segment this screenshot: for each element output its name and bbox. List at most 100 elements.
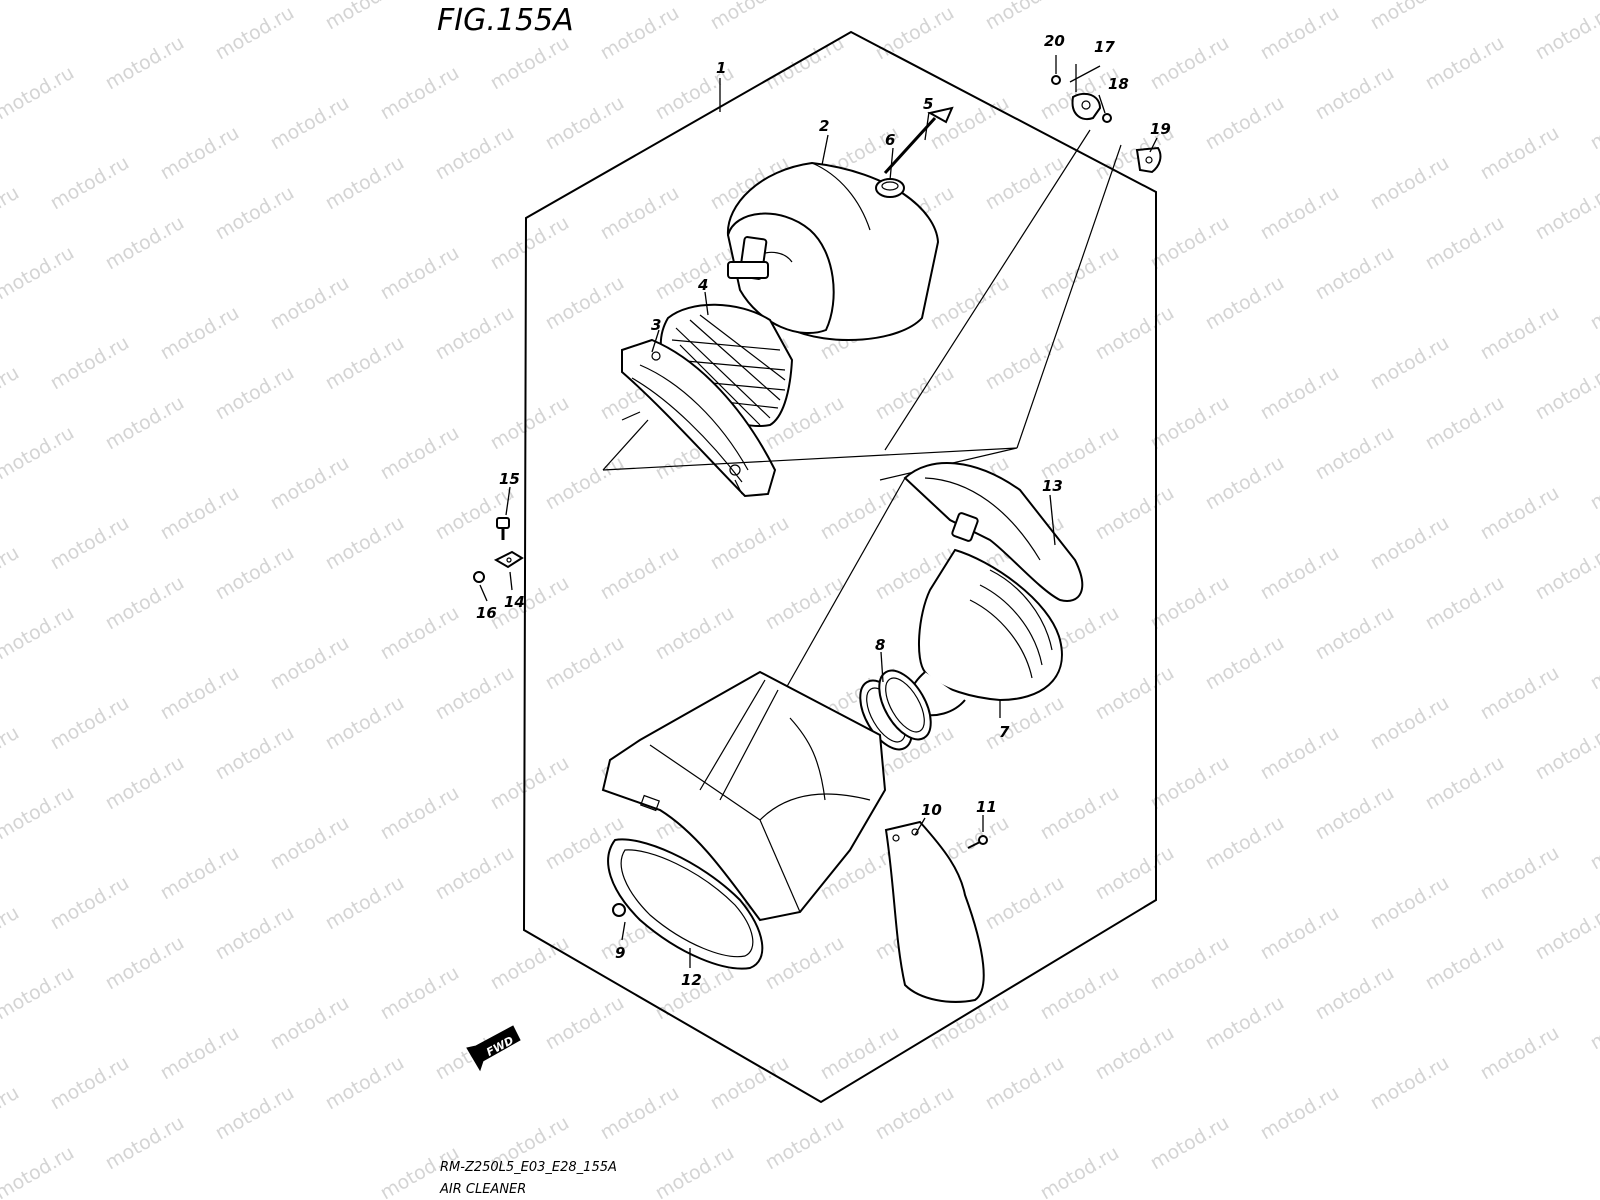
watermark-text: motod.ru [1257, 902, 1343, 965]
watermark-text: motod.ru [322, 0, 408, 34]
watermark-text: motod.ru [762, 932, 848, 995]
callout-16: 16 [476, 604, 497, 622]
watermark-text: motod.ru [432, 842, 518, 905]
watermark-text: motod.ru [0, 1082, 23, 1145]
watermark-text: motod.ru [487, 212, 573, 275]
watermark-text: motod.ru [1532, 722, 1600, 785]
watermark-text: motod.ru [542, 632, 628, 695]
watermark-text: motod.ru [1257, 722, 1343, 785]
watermark-text: motod.ru [157, 302, 243, 365]
watermark-text: motod.ru [1587, 812, 1600, 875]
watermark-text: motod.ru [652, 242, 738, 305]
watermark-text: motod.ru [322, 1052, 408, 1115]
watermark-text: motod.ru [1422, 932, 1508, 995]
watermark-text: motod.ru [212, 722, 298, 785]
watermark-text: motod.ru [1147, 32, 1233, 95]
clamp-band [859, 669, 932, 751]
watermark-text: motod.ru [0, 182, 23, 245]
callout-12: 12 [681, 971, 702, 989]
watermark-text: motod.ru [1092, 0, 1178, 4]
watermark-text: motod.ru [542, 452, 628, 515]
watermark-text: motod.ru [1202, 272, 1288, 335]
watermark-text: motod.ru [1257, 1082, 1343, 1145]
watermark-text: motod.ru [47, 0, 133, 4]
callout-17: 17 [1094, 38, 1115, 56]
watermark-text: motod.ru [1422, 32, 1508, 95]
watermark-text: motod.ru [1422, 212, 1508, 275]
callout-14: 14 [504, 593, 525, 611]
watermark-text: motod.ru [542, 92, 628, 155]
watermark-text: motod.ru [487, 572, 573, 635]
watermark-text: motod.ru [322, 332, 408, 395]
watermark-text: motod.ru [1257, 542, 1343, 605]
watermark-text: motod.ru [47, 692, 133, 755]
watermark-text: motod.ru [1312, 602, 1398, 665]
watermark-text: motod.ru [1532, 182, 1600, 245]
watermark-text: motod.ru [377, 62, 463, 125]
callout-6: 6 [885, 131, 895, 149]
diagram-name: AIR CLEANER [439, 1182, 526, 1197]
watermark-text: motod.ru [1092, 1022, 1178, 1085]
watermark-text: motod.ru [1532, 542, 1600, 605]
watermark-text: motod.ru [1587, 452, 1600, 515]
watermark-text: motod.ru [0, 242, 78, 305]
watermark-text: motod.ru [0, 1142, 78, 1200]
watermark-text: motod.ru [322, 692, 408, 755]
watermark-text: motod.ru [597, 2, 683, 65]
watermark-text: motod.ru [1367, 332, 1453, 395]
watermark-text: motod.ru [1477, 0, 1563, 4]
watermark-text: motod.ru [1092, 842, 1178, 905]
watermark-text: motod.ru [157, 122, 243, 185]
watermark-text: motod.ru [1367, 1052, 1453, 1115]
watermark-text: motod.ru [267, 452, 353, 515]
watermark-text: motod.ru [1477, 1022, 1563, 1085]
watermark-text: motod.ru [1147, 392, 1233, 455]
assembly-frame [522, 30, 1157, 1104]
watermark-text: motod.ru [0, 902, 23, 965]
watermark-text: motod.ru [982, 152, 1068, 215]
filter-holder [621, 338, 777, 498]
breather-clamp [1071, 92, 1102, 120]
watermark-text: motod.ru [652, 602, 738, 665]
bracket [1135, 146, 1162, 174]
watermark-text: motod.ru [322, 512, 408, 575]
watermark-text: motod.ru [542, 992, 628, 1055]
watermark-text: motod.ru [1037, 782, 1123, 845]
watermark-text: motod.ru [1422, 572, 1508, 635]
watermark-text: motod.ru [1312, 242, 1398, 305]
watermark-text: motod.ru [0, 602, 78, 665]
callout-19: 19 [1150, 120, 1171, 138]
watermark-text: motod.ru [432, 662, 518, 725]
mud-guard [884, 820, 985, 1003]
watermark-text: motod.ru [102, 572, 188, 635]
watermark-text: motod.ru [1587, 272, 1600, 335]
watermark-text: motod.ru [47, 512, 133, 575]
watermark-text: motod.ru [982, 872, 1068, 935]
callout-2: 2 [819, 117, 829, 135]
callout-15: 15 [499, 470, 520, 488]
callout-18: 18 [1108, 75, 1129, 93]
watermark-text: motod.ru [212, 182, 298, 245]
watermark-text: motod.ru [267, 272, 353, 335]
watermark-text: motod.ru [212, 1082, 298, 1145]
watermark-text: motod.ru [157, 842, 243, 905]
watermark-text: motod.ru [1257, 182, 1343, 245]
watermark-text: motod.ru [1367, 692, 1453, 755]
watermark-text: motod.ru [487, 32, 573, 95]
watermark-text: motod.ru [267, 632, 353, 695]
watermark-text: motod.ru [0, 0, 23, 34]
watermark-text: motod.ru [762, 572, 848, 635]
watermark-text: motod.ru [212, 902, 298, 965]
watermark-text: motod.ru [982, 0, 1068, 34]
watermark-text: motod.ru [1092, 302, 1178, 365]
watermark-text: motod.ru [47, 872, 133, 935]
watermark-text: motod.ru [982, 1052, 1068, 1115]
leader-line [884, 129, 1091, 451]
watermark-text: motod.ru [817, 0, 903, 4]
watermark-text: motod.ru [322, 872, 408, 935]
watermark-text: motod.ru [597, 542, 683, 605]
watermark-text: motod.ru [1092, 662, 1178, 725]
watermark-text: motod.ru [487, 392, 573, 455]
watermark-text: motod.ru [1202, 92, 1288, 155]
watermark-text: motod.ru [597, 182, 683, 245]
